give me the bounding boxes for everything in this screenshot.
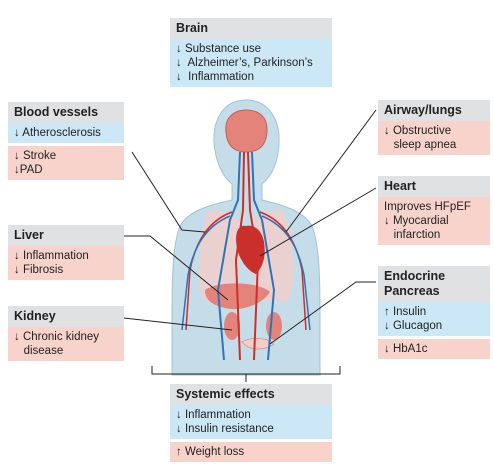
heart-line-1: Improves HFpEF bbox=[384, 201, 471, 213]
systemic-blue: ↓ Inflammation ↓ Insulin resistance bbox=[170, 405, 332, 439]
kidney-line-1: ↓ Chronic kidney bbox=[14, 331, 100, 343]
brain-line-1: ↓ Substance use bbox=[176, 43, 262, 55]
brain-box: Brain ↓ Substance use ↓ Alzheimer’s, Par… bbox=[170, 18, 332, 87]
airway-title: Airway/lungs bbox=[378, 100, 490, 121]
arm-vessels-left-vein bbox=[181, 215, 231, 331]
airway-effects: ↓ Obstructive sleep apnea bbox=[378, 121, 490, 155]
airway-line-1: ↓ Obstructive bbox=[384, 125, 452, 137]
heart-line-3: infarction bbox=[384, 229, 441, 241]
heart-line-2: ↓ Myocardial bbox=[384, 215, 449, 227]
endocrine-box: Endocrine Pancreas ↑ Insulin ↓ Glucagon … bbox=[378, 266, 490, 359]
endocrine-line-1: ↑ Insulin bbox=[384, 306, 427, 318]
brain-shape bbox=[225, 109, 268, 153]
artery-left bbox=[234, 151, 245, 361]
liver-line-2: ↓ Fibrosis bbox=[14, 264, 64, 276]
artery-right bbox=[247, 151, 260, 361]
systemic-pink: ↑ Weight loss bbox=[170, 442, 332, 462]
endocrine-line-2: ↓ Glucagon bbox=[384, 320, 443, 332]
lungs-shape bbox=[198, 210, 240, 302]
kidney-effects: ↓ Chronic kidney disease bbox=[8, 327, 124, 361]
liver-effects: ↓ Inflammation ↓ Fibrosis bbox=[8, 246, 124, 280]
systemic-title: Systemic effects bbox=[170, 384, 332, 405]
brain-title: Brain bbox=[170, 18, 332, 39]
arm-vessels-left bbox=[185, 211, 233, 331]
leader-kidney bbox=[123, 317, 233, 331]
liver-box: Liver ↓ Inflammation ↓ Fibrosis bbox=[8, 225, 124, 280]
endocrine-blue: ↑ Insulin ↓ Glucagon bbox=[378, 302, 490, 336]
heart-effects: Improves HFpEF ↓ Myocardial infarction bbox=[378, 197, 490, 245]
airway-box: Airway/lungs ↓ Obstructive sleep apnea bbox=[378, 100, 490, 155]
vein-right bbox=[251, 151, 276, 361]
liver-line-1: ↓ Inflammation bbox=[14, 250, 89, 262]
endocrine-title: Endocrine Pancreas bbox=[378, 266, 490, 302]
pancreas-shape bbox=[241, 338, 275, 350]
blood-vessels-pink: ↓ Stroke ↓PAD bbox=[8, 146, 124, 180]
blood-vessels-line-3: ↓PAD bbox=[14, 164, 43, 176]
blood-vessels-line-1: ↓ Atherosclerosis bbox=[14, 127, 101, 139]
liver-title: Liver bbox=[8, 225, 124, 246]
systemic-effects-box: Systemic effects ↓ Inflammation ↓ Insuli… bbox=[170, 384, 332, 462]
kidney-box: Kidney ↓ Chronic kidney disease bbox=[8, 306, 124, 361]
leader-blood-vessels bbox=[131, 151, 206, 233]
endocrine-pink: ↓ HbA1c bbox=[378, 339, 490, 359]
heart-box: Heart Improves HFpEF ↓ Myocardial infarc… bbox=[378, 176, 490, 245]
right-kidney-shape bbox=[266, 312, 282, 340]
kidney-title: Kidney bbox=[8, 306, 124, 327]
kidney-line-2: disease bbox=[14, 345, 64, 357]
brain-line-3: ↓ Inflammation bbox=[176, 71, 254, 83]
brain-effects: ↓ Substance use ↓ Alzheimer’s, Parkinson… bbox=[170, 39, 332, 87]
systemic-line-2: ↓ Insulin resistance bbox=[176, 423, 274, 435]
blood-vessels-title: Blood vessels bbox=[8, 102, 124, 123]
systemic-line-3: ↑ Weight loss bbox=[176, 446, 245, 458]
leader-endocrine bbox=[269, 281, 376, 345]
airway-line-2: sleep apnea bbox=[384, 139, 457, 151]
vein-left bbox=[216, 151, 241, 361]
arm-vessels-right bbox=[259, 211, 307, 331]
endocrine-title-2: Pancreas bbox=[384, 284, 440, 298]
systemic-line-1: ↓ Inflammation bbox=[176, 409, 251, 421]
brain-line-2: ↓ Alzheimer’s, Parkinson’s bbox=[176, 57, 313, 69]
left-kidney-shape bbox=[224, 312, 240, 340]
blood-vessels-blue: ↓ Atherosclerosis bbox=[8, 123, 124, 143]
arm-vessels-right-vein bbox=[261, 215, 311, 331]
blood-vessels-line-2: ↓ Stroke bbox=[14, 150, 57, 162]
leader-liver bbox=[124, 235, 229, 301]
heart-title: Heart bbox=[378, 176, 490, 197]
endocrine-line-3: ↓ HbA1c bbox=[384, 343, 428, 355]
blood-vessels-box: Blood vessels ↓ Atherosclerosis ↓ Stroke… bbox=[8, 102, 124, 180]
lungs-shape-right bbox=[252, 210, 294, 302]
leader-airway bbox=[285, 109, 377, 233]
leader-heart bbox=[259, 187, 377, 257]
endocrine-title-1: Endocrine bbox=[384, 269, 446, 283]
